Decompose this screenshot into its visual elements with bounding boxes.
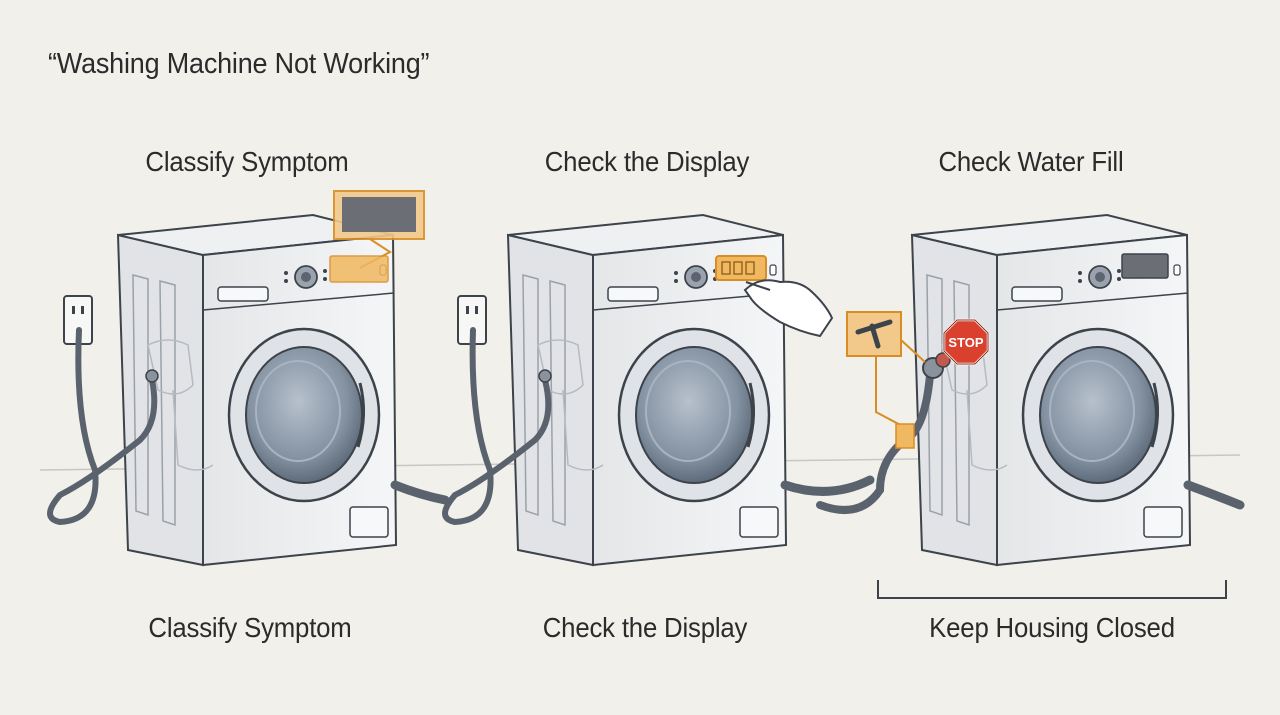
hand-icon (743, 279, 834, 338)
diagram-title: “Washing Machine Not Working” (48, 48, 430, 80)
washer-2 (442, 213, 875, 567)
step-2-top-label: Check the Display (544, 146, 750, 177)
bracket-line (877, 580, 1227, 599)
step-3-bottom-label: Keep Housing Closed (929, 612, 1175, 643)
inlet-hose-icon (816, 371, 934, 514)
power-cord-icon (442, 327, 552, 526)
washer-3: STOP (816, 213, 1245, 567)
faucet-icon (855, 319, 893, 349)
step-2-bottom-label: Check the Display (542, 612, 748, 643)
stop-sign-label: STOP (948, 335, 983, 350)
washer-1 (47, 190, 450, 567)
step-1-bottom-label: Classify Symptom (148, 612, 352, 643)
power-cord-icon (47, 327, 158, 526)
step-1-top-label: Classify Symptom (145, 146, 349, 177)
display-panel (715, 255, 767, 281)
step-3-top-label: Check Water Fill (938, 146, 1124, 177)
